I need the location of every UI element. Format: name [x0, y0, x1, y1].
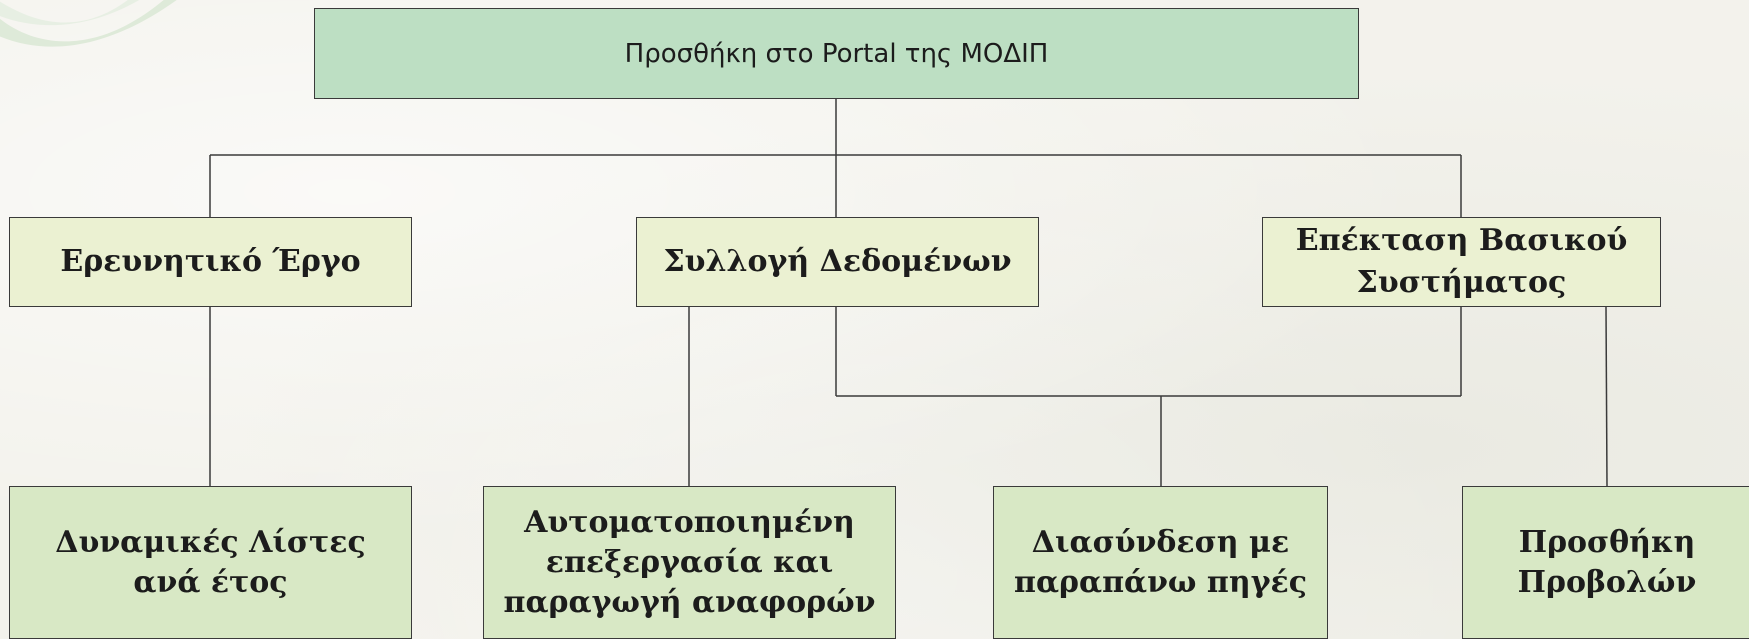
leaf-node-label: Αυτοματοποιημένη επεξεργασία και παραγωγ… [503, 504, 876, 620]
branch-node-research: Ερευνητικό Έργο [9, 217, 412, 307]
leaf-node-label: Διασύνδεση με παραπάνω πηγές [1013, 524, 1308, 600]
branch-node-data-collection: Συλλογή Δεδομένων [636, 217, 1039, 307]
leaf-node-dynamic-lists: Δυναμικές Λίστες ανά έτος [9, 486, 412, 639]
leaf4-link-line [1605, 306, 1608, 487]
branch-node-label: Ερευνητικό Έργο [60, 244, 361, 279]
leaf-node-automated-reports: Αυτοματοποιημένη επεξεργασία και παραγωγ… [483, 486, 896, 639]
branch-node-label: Επέκταση Βασικού Συστήματος [1295, 223, 1628, 300]
branch-node-label: Συλλογή Δεδομένων [663, 244, 1012, 279]
leaf-node-label: Προσθήκη Προβολών [1517, 524, 1697, 600]
branch-node-system-extension: Επέκταση Βασικού Συστήματος [1262, 217, 1661, 307]
leaf-node-label: Δυναμικές Λίστες ανά έτος [55, 524, 366, 600]
leaf-node-source-integration: Διασύνδεση με παραπάνω πηγές [993, 486, 1328, 639]
decorative-swirl [0, 0, 177, 47]
root-node: Προσθήκη στο Portal της ΜΟΔΙΠ [314, 8, 1359, 99]
root-node-label: Προσθήκη στο Portal της ΜΟΔΙΠ [624, 38, 1049, 69]
leaf-node-add-views: Προσθήκη Προβολών [1462, 486, 1749, 639]
